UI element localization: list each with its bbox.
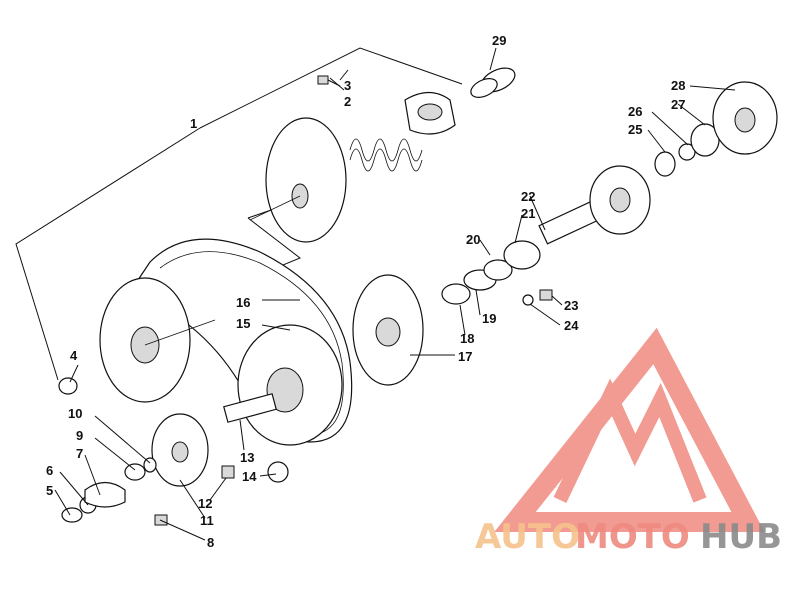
callout-24: 24	[564, 318, 579, 333]
callout-19: 19	[482, 311, 496, 326]
wordmark-moto: MOTO	[575, 517, 690, 557]
callout-8: 8	[207, 535, 214, 550]
callout-14: 14	[242, 469, 257, 484]
callout-13: 13	[240, 450, 254, 465]
watermark-logo	[494, 327, 765, 532]
callout-1: 1	[190, 116, 197, 131]
right-parts-25-28	[654, 81, 778, 177]
shaft-13	[223, 393, 277, 423]
callout-17: 17	[458, 349, 472, 364]
callout-4: 4	[70, 348, 78, 363]
fixed-sheave	[99, 277, 216, 403]
callout-27: 27	[671, 97, 685, 112]
callout-20: 20	[466, 232, 480, 247]
callout-9: 9	[76, 428, 83, 443]
cam-helix	[404, 91, 456, 135]
small-parts-left	[58, 377, 289, 526]
spring	[349, 138, 423, 172]
wordmark-auto: AUTO	[475, 517, 580, 557]
callout-28: 28	[671, 78, 685, 93]
sheave-17	[352, 274, 424, 386]
callout-21: 21	[521, 206, 535, 221]
watermark-wordmark: AUTO MOTO HUB	[475, 517, 782, 557]
callout-18: 18	[460, 331, 474, 346]
callout-22: 22	[521, 189, 535, 204]
callout-25: 25	[628, 122, 642, 137]
callout-2: 2	[344, 94, 351, 109]
callout-11: 11	[200, 513, 214, 528]
callout-26: 26	[628, 104, 642, 119]
hub-flange	[589, 165, 651, 235]
callout-3: 3	[344, 78, 351, 93]
callout-29: 29	[492, 33, 506, 48]
callout-16: 16	[236, 295, 250, 310]
wordmark-hub: HUB	[700, 517, 782, 557]
callout-5: 5	[46, 483, 53, 498]
bolts-23-24	[522, 289, 553, 306]
callout-10: 10	[68, 406, 82, 421]
movable-sheave-15	[237, 324, 343, 446]
callout-12: 12	[198, 496, 212, 511]
callout-7: 7	[76, 446, 83, 461]
callout-6: 6	[46, 463, 53, 478]
ring-29	[470, 47, 516, 98]
driven-sheave	[249, 117, 347, 243]
spider-11	[151, 413, 209, 487]
clip-part-2-3	[317, 75, 341, 87]
callout-labels: 1 2 3 4 5 6 7 8 9 10 11 12 13 14 15 16 1…	[46, 33, 685, 550]
callout-15: 15	[236, 316, 250, 331]
callout-23: 23	[564, 298, 578, 313]
bearing-parts-18-21	[441, 240, 541, 305]
callout-leaders	[54, 69, 736, 541]
